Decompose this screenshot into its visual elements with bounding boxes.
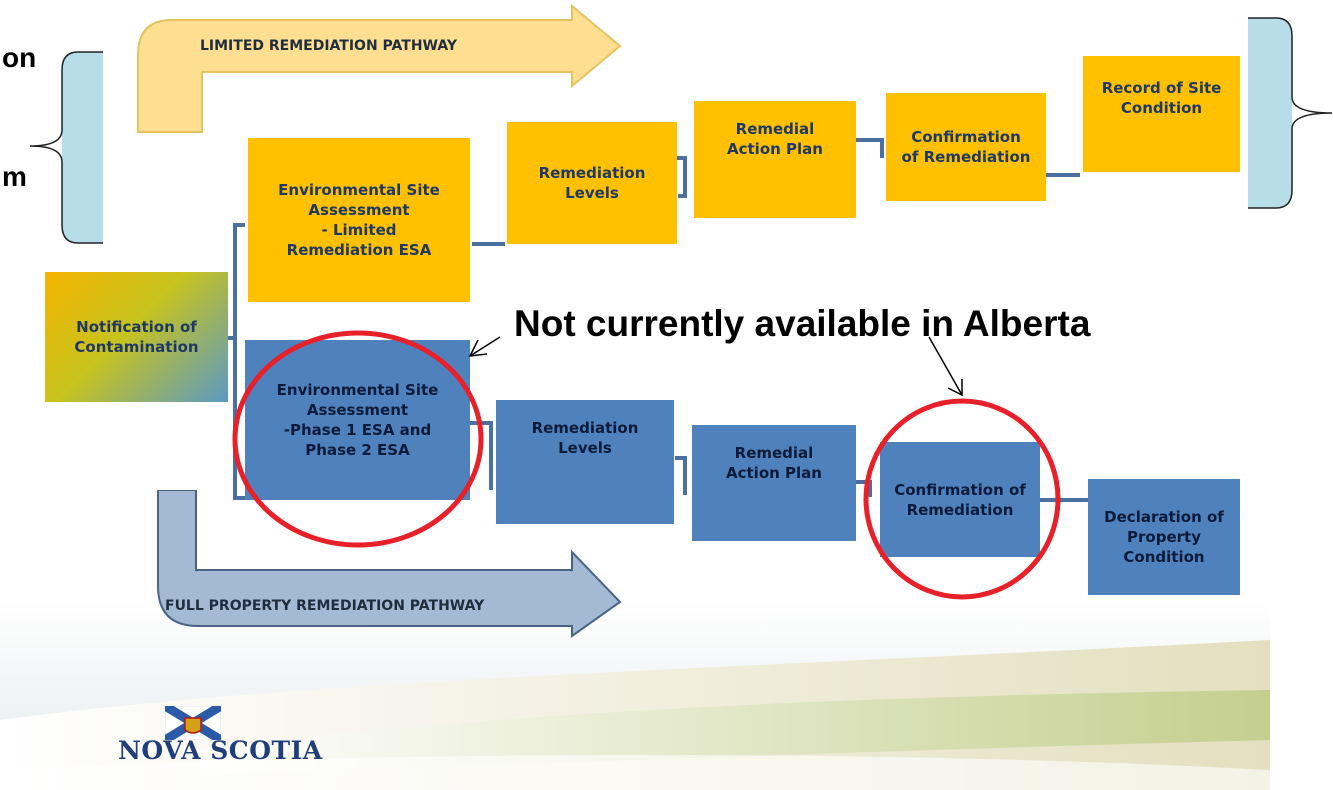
confirmation-full-box: Confirmation of Remediation: [880, 442, 1040, 557]
right-bracket: [1248, 17, 1333, 209]
callout-arrow-left: [468, 336, 501, 357]
notification-box: Notification of Contamination: [45, 272, 228, 402]
edge-text-2: m: [2, 161, 27, 192]
highlight-circle-confirmation: [863, 398, 1061, 600]
full-pathway-label: FULL PROPERTY REMEDIATION PATHWAY: [165, 598, 485, 614]
saltire-flag-icon: [165, 706, 221, 740]
declaration-of-property-condition-box: Declaration of Property Condition: [1088, 479, 1240, 595]
esa-full-box: Environmental Site Assessment -Phase 1 E…: [245, 340, 470, 500]
background-swoosh: [0, 600, 1270, 790]
limited-pathway-label: LIMITED REMEDIATION PATHWAY: [200, 38, 457, 54]
confirmation-limited-box: Confirmation of Remediation: [886, 93, 1046, 201]
remedial-action-plan-limited-box: Remedial Action Plan: [694, 101, 856, 218]
callout-arrow-right: [928, 336, 963, 397]
highlight-circle-esa: [232, 330, 484, 548]
full-pathway-arrow: [157, 490, 622, 638]
remediation-levels-full-box: Remediation Levels: [496, 400, 674, 524]
remedial-action-plan-full-box: Remedial Action Plan: [692, 425, 856, 541]
remediation-levels-limited-box: Remediation Levels: [507, 122, 677, 244]
limited-pathway-arrow: [137, 3, 622, 133]
left-bracket: [29, 51, 103, 244]
esa-limited-box: Environmental Site Assessment - Limited …: [248, 138, 470, 302]
edge-text-1: on: [2, 42, 37, 73]
nova-scotia-logo: NOVA SCOTIA: [118, 736, 323, 765]
callout-text: Not currently available in Alberta: [514, 303, 1091, 344]
record-of-site-condition-box: Record of Site Condition: [1083, 56, 1240, 172]
